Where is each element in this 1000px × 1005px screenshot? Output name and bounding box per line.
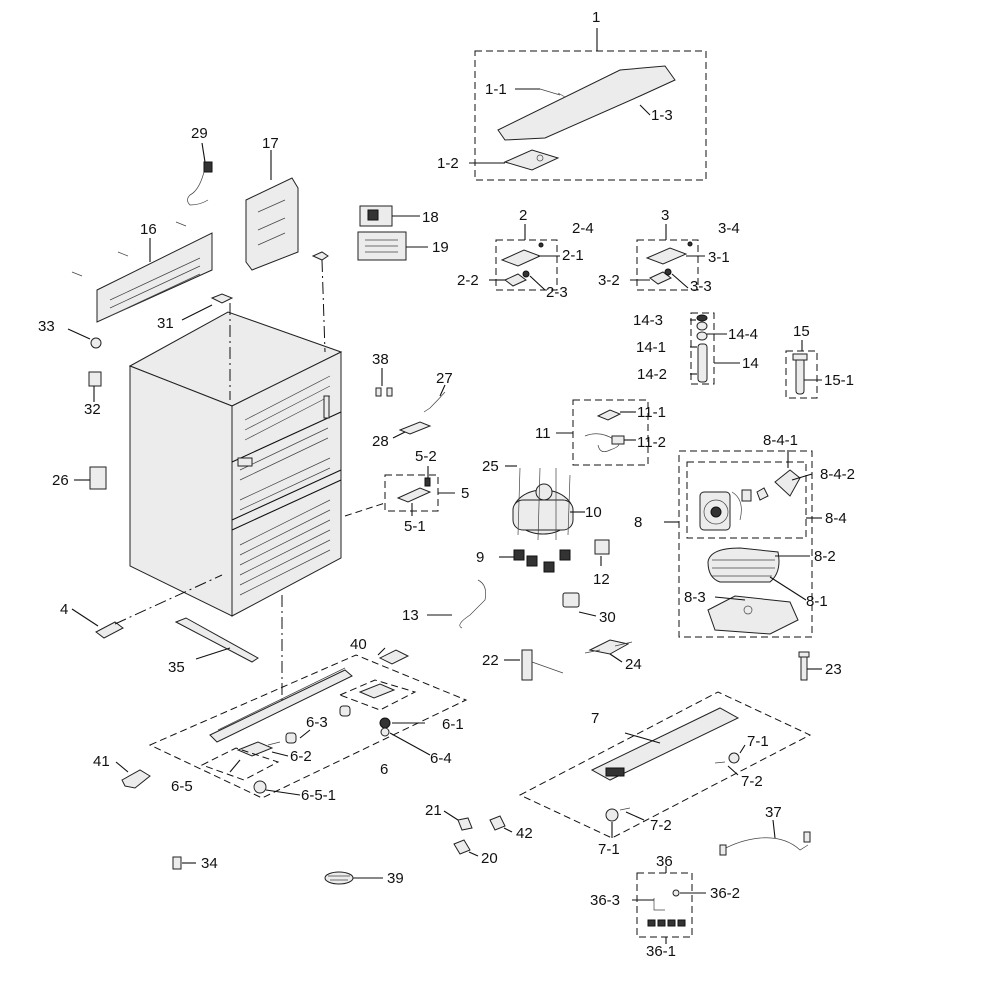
callout-25: 25	[482, 458, 499, 475]
callout-41: 41	[93, 753, 110, 770]
callout-8: 8	[634, 514, 643, 531]
callout-36-1: 36-1	[646, 943, 677, 960]
part-group-6	[115, 595, 468, 799]
callout-14-3: 14-3	[633, 312, 664, 329]
part-group-8	[664, 450, 822, 638]
callout-32: 32	[84, 401, 101, 418]
callout-36-3: 36-3	[590, 892, 621, 909]
callout-20: 20	[481, 850, 498, 867]
callout-1-1: 1-1	[485, 81, 507, 98]
callout-21: 21	[425, 802, 442, 819]
callout-2-2: 2-2	[457, 272, 479, 289]
callout-6-5: 6-5	[171, 778, 193, 795]
part-group-2	[489, 224, 560, 291]
callout-28: 28	[372, 433, 389, 450]
callout-9: 9	[476, 549, 485, 566]
callout-3-1: 3-1	[708, 249, 730, 266]
callout-3: 3	[661, 207, 670, 224]
part-group-36	[632, 866, 706, 944]
callout-1-3: 1-3	[651, 107, 673, 124]
callout-1-2: 1-2	[437, 155, 459, 172]
callout-8-4-2: 8-4-2	[820, 466, 856, 483]
callout-40: 40	[350, 636, 367, 653]
callout-37: 37	[765, 804, 782, 821]
callout-33: 33	[38, 318, 55, 335]
callout-5-2: 5-2	[415, 448, 437, 465]
callout-30: 30	[599, 609, 616, 626]
callout-38: 38	[372, 351, 389, 368]
compressor	[499, 465, 585, 573]
callout-8-2: 8-2	[814, 548, 836, 565]
callout-23: 23	[825, 661, 842, 678]
callout-6-1: 6-1	[442, 716, 464, 733]
callout-29: 29	[191, 125, 208, 142]
callout-26: 26	[52, 472, 69, 489]
callout-2-1: 2-1	[562, 247, 584, 264]
part-group-15	[785, 340, 822, 399]
callout-24: 24	[625, 656, 642, 673]
callout-7-1-upper: 7-1	[747, 733, 769, 750]
part-group-5	[344, 466, 455, 517]
callout-35: 35	[168, 659, 185, 676]
callout-36-2: 36-2	[710, 885, 741, 902]
callout-4: 4	[60, 601, 69, 618]
callout-7-2-lower: 7-2	[650, 817, 672, 834]
callout-6-2: 6-2	[290, 748, 312, 765]
callout-3-3: 3-3	[690, 278, 712, 295]
callout-5: 5	[461, 485, 470, 502]
callout-11: 11	[535, 425, 551, 442]
callout-3-4: 3-4	[718, 220, 740, 237]
callout-2-3: 2-3	[546, 284, 568, 301]
callout-16: 16	[140, 221, 157, 238]
callout-14-1: 14-1	[636, 339, 667, 356]
part-group-11	[556, 399, 649, 466]
callout-6-4: 6-4	[430, 750, 452, 767]
callout-15: 15	[793, 323, 810, 340]
part-group-1	[469, 28, 707, 181]
callout-22: 22	[482, 652, 499, 669]
callout-3-2: 3-2	[598, 272, 620, 289]
part-group-14	[690, 312, 740, 385]
callout-14-2: 14-2	[637, 366, 668, 383]
callout-17: 17	[262, 135, 279, 152]
part-group-7	[518, 691, 812, 839]
part-group-3	[630, 224, 705, 291]
small-parts-bottom	[172, 810, 811, 885]
callout-6-5-1: 6-5-1	[301, 787, 337, 804]
callout-2-4: 2-4	[572, 220, 594, 237]
callout-1: 1	[592, 9, 601, 26]
callout-27: 27	[436, 370, 453, 387]
callout-14: 14	[742, 355, 759, 372]
callout-6-3: 6-3	[306, 714, 328, 731]
callout-19: 19	[432, 239, 449, 256]
callout-7-2-upper: 7-2	[741, 773, 763, 790]
callout-12: 12	[593, 571, 610, 588]
callout-13: 13	[402, 607, 419, 624]
callout-11-2: 11-2	[637, 434, 666, 451]
small-parts-left	[67, 142, 446, 663]
callout-14-4: 14-4	[728, 326, 759, 343]
callout-31: 31	[157, 315, 174, 332]
callout-11-1: 11-1	[637, 404, 666, 421]
callout-2: 2	[519, 207, 528, 224]
callout-8-4-1: 8-4-1	[763, 432, 799, 449]
small-parts-center	[427, 539, 822, 681]
callout-18: 18	[422, 209, 439, 226]
callout-8-3: 8-3	[684, 589, 706, 606]
callout-10: 10	[585, 504, 602, 521]
callout-15-1: 15-1	[824, 372, 855, 389]
callout-7-1-lower: 7-1	[598, 841, 620, 858]
callout-36: 36	[656, 853, 673, 870]
callout-5-1: 5-1	[404, 518, 426, 535]
callout-6: 6	[380, 761, 389, 778]
callout-7: 7	[591, 710, 600, 727]
callout-8-1: 8-1	[806, 593, 828, 610]
callout-42: 42	[516, 825, 533, 842]
refrigerator-cabinet	[128, 311, 343, 617]
callout-34: 34	[201, 855, 218, 872]
callout-8-4: 8-4	[825, 510, 847, 527]
callout-39: 39	[387, 870, 404, 887]
